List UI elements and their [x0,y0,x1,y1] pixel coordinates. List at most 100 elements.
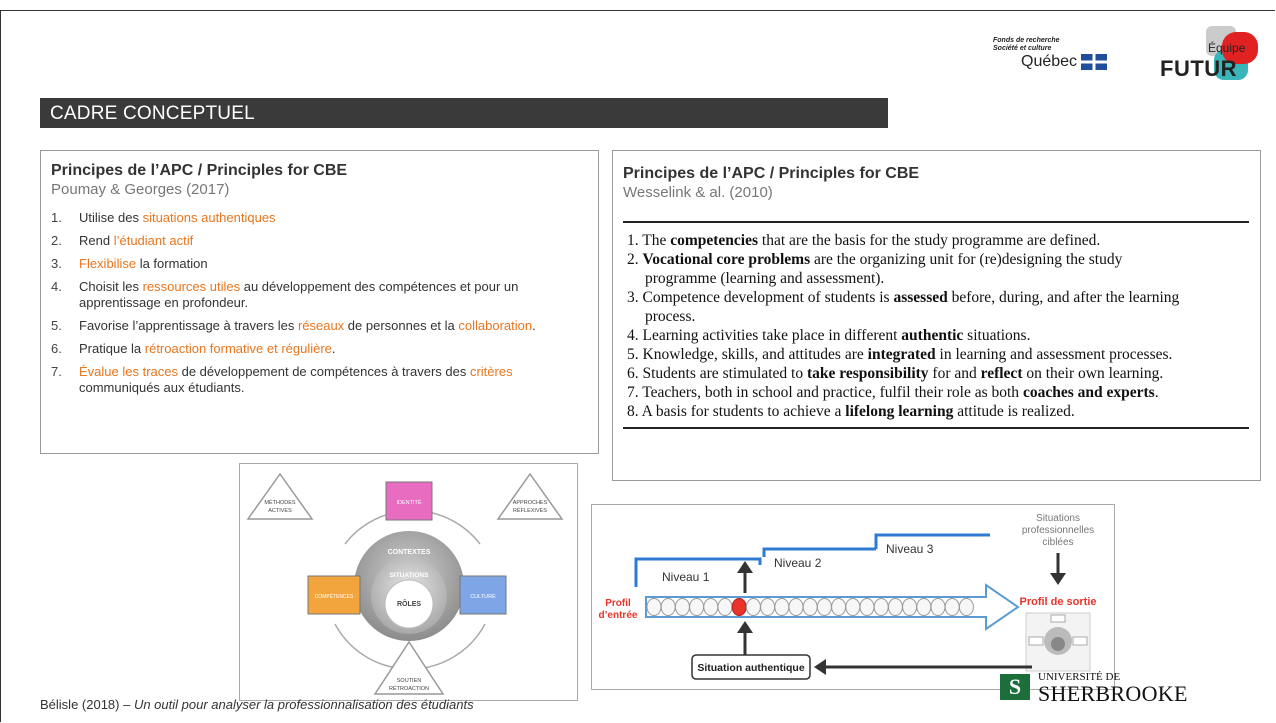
left-principle-number: 1. [51,210,62,225]
step-niveau1 [634,557,762,587]
bold-term: reflect [980,365,1023,382]
progress-bead [887,598,903,616]
plain-text: . [1154,384,1159,401]
plain-text: Utilise des [79,210,143,225]
step-niveau3 [874,533,990,549]
udes-logo: S UNIVERSITÉ DE SHERBROOKE [1000,668,1240,708]
plain-text: that are the basis for the study program… [758,232,1101,249]
profil-entree-2: d’entrée [599,610,638,621]
profil-sortie-text: Profil de sortie [1019,596,1096,608]
methodes-text-2: ACTIVES [268,508,292,514]
right-principle-item: 7. Teachers, both in school and practice… [623,383,1249,402]
progress-bead [788,598,804,616]
plain-text: situations. [963,327,1031,344]
progress-bead [703,598,719,616]
left-principle-text: Utilise des situations authentiques [79,210,276,226]
approches-text-2: RÉFLEXIVES [513,507,547,514]
progress-beads [646,598,974,616]
bold-term: Vocational core problems [642,251,811,268]
frq-line1: Fonds de recherche [993,37,1060,44]
competences-box [307,575,361,615]
progress-bead [859,598,875,616]
plain-text: The [642,232,671,249]
udes-line1: UNIVERSITÉ DE [1038,671,1121,683]
right-principle-number: 7. [627,384,639,401]
progress-bead [816,598,832,616]
plain-text: are the organizing unit for (re)designin… [810,251,1123,268]
highlight-text: situations authentiques [142,210,276,225]
right-principle-number: 6. [627,365,639,382]
right-principle-item: 3. Competence development of students is… [623,288,1249,326]
left-principle-text: Favorise l’apprentissage à travers les r… [79,318,536,334]
niveau2-text: Niveau 2 [774,556,822,570]
futur-small: Équipe [1208,41,1246,55]
competences-text: COMPÉTENCES [315,593,354,600]
left-principle-number: 3. [51,256,62,271]
left-principle-text: Flexibilise la formation [79,256,208,272]
futur-shape-icon [1206,26,1258,80]
right-box-title: Principes de l’APC / Principles for CBE [623,165,920,182]
udes-emblem-icon: S [1000,674,1030,700]
continuation-text: process. [645,308,696,325]
niveau3-text: Niveau 3 [886,542,934,556]
bold-term: take responsibility [806,365,929,382]
progress-bead [845,598,861,616]
section-title: CADRE CONCEPTUEL [50,103,255,124]
left-principle-number: 6. [51,341,62,356]
progress-bead [873,598,889,616]
mini-profile-icon [1025,612,1091,672]
plain-text: Teachers, both in school and practice, f… [642,384,1023,401]
left-principle-number: 7. [51,364,62,379]
right-principle-number: 2. [627,251,639,268]
situations-prof-2: professionnelles [1022,525,1094,536]
right-principle-item: 8. A basis for students to achieve a lif… [623,402,1249,421]
right-principle-number: 1. [627,232,639,249]
soutien-text-1: SOUTIEN [397,678,421,684]
bold-term: integrated [867,346,936,363]
left-principle-text: Choisit les ressources utiles au dévelop… [79,279,591,311]
plain-text: attitude is realized. [953,403,1075,420]
progress-bead [916,598,932,616]
progress-bead [902,598,918,616]
progress-bead [944,598,960,616]
right-principle-number: 4. [627,327,639,344]
step-niveau2 [762,547,876,557]
progress-bead [930,598,946,616]
soutien-text-2: RÉTROACTION [389,685,429,692]
left-principle-item: 7. Évalue les traces de développement de … [51,364,591,396]
left-box-title: Principes de l’APC / Principles for CBE [51,162,348,179]
left-principle-item: 1. Utilise des situations authentiques [51,210,591,226]
situation-auth-box [691,654,811,680]
right-principle-item: 1. The competencies that are the basis f… [623,231,1249,250]
apc-concept-diagram: MÉTHODES ACTIVES APPROCHES RÉFLEXIVES SO… [239,463,578,701]
profil-entree-1: Profil [605,598,631,609]
progress-bead [717,598,733,616]
section-title-bar: CADRE CONCEPTUEL [40,98,888,128]
identite-text: IDENTITÉ [396,499,421,506]
current-position-bead [731,598,747,616]
right-box-subtitle: Wesselink & al. (2010) [623,184,773,201]
plain-text: Knowledge, skills, and attitudes are [642,346,868,363]
situations-prof-1: Situations [1036,513,1080,524]
plain-text: de personnes et la [344,318,459,333]
identite-box [385,481,433,521]
up-arrow-top-head [737,561,753,573]
plain-text: for and [928,365,981,382]
frq-logo: Fonds de recherche Société et culture Qu… [993,37,1133,77]
highlight-text: collaboration [458,318,533,333]
progress-bead [958,598,974,616]
left-principle-text: Évalue les traces de développement de co… [79,364,591,396]
plain-text: before, during, and after the learning [947,289,1180,306]
left-principle-item: 2.Rend l’étudiant actif [51,233,591,249]
bold-term: competencies [670,232,759,249]
progress-bead [774,598,790,616]
left-principle-text: Rend l’étudiant actif [79,233,193,249]
contextes-text: CONTEXTES [388,549,431,556]
triangle-methodes [246,472,314,520]
bold-term: lifelong learning [845,403,954,420]
situations-text: SITUATIONS [390,572,430,579]
right-principle-item: 5. Knowledge, skills, and attitudes are … [623,345,1249,364]
plain-text: communiqués aux étudiants. [79,380,245,395]
highlight-text: rétroaction formative et régulière [144,341,332,356]
plain-text: Choisit les [79,279,143,294]
